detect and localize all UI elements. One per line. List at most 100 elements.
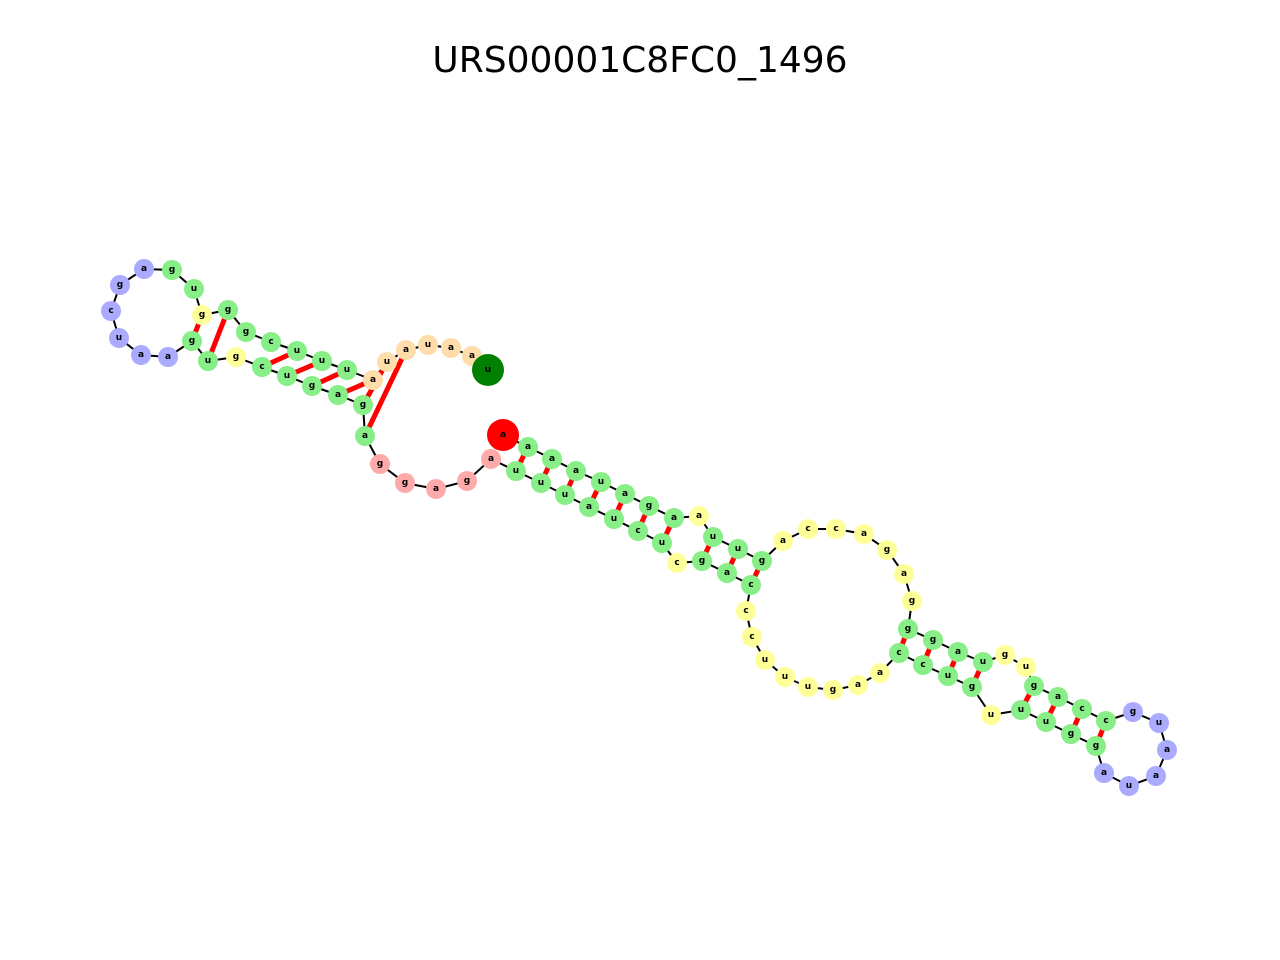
nucleotide-label: g — [699, 556, 705, 566]
nucleotide-circle — [226, 347, 246, 367]
nucleotide-node: c — [736, 601, 756, 621]
nucleotide-node: u — [604, 509, 624, 529]
nucleotide-label: a — [955, 647, 961, 657]
nucleotide-circle — [948, 642, 968, 662]
nucleotide-label: u — [562, 490, 568, 500]
nucleotide-label: a — [138, 350, 144, 360]
nucleotide-label: g — [189, 336, 195, 346]
nucleotide-label: g — [1031, 681, 1037, 691]
nucleotide-node: a — [773, 531, 793, 551]
nucleotide-circle — [1119, 776, 1139, 796]
nucleotide-label: a — [901, 569, 907, 579]
nucleotide-node: g — [1061, 724, 1081, 744]
nucleotide-label: u — [513, 466, 519, 476]
nucleotide-label: u — [205, 356, 211, 366]
start-nucleotide: a — [487, 419, 519, 451]
nucleotide-circle — [894, 564, 914, 584]
nucleotide-circle — [1072, 699, 1092, 719]
nucleotide-circle — [1016, 657, 1036, 677]
nucleotide-label: a — [877, 668, 883, 678]
nucleotide-node: g — [877, 540, 897, 560]
nucleotide-label: c — [674, 558, 679, 568]
nucleotide-label: a — [500, 430, 506, 440]
nucleotide-label: c — [920, 660, 925, 670]
nucleotide-label: g — [1130, 707, 1136, 717]
nucleotide-label: c — [1079, 704, 1084, 714]
nucleotide-label: u — [805, 682, 811, 692]
nucleotide-node: g — [639, 496, 659, 516]
nucleotide-label: u — [485, 365, 491, 375]
nucleotide-node: a — [131, 345, 151, 365]
nucleotide-label: g — [169, 265, 175, 275]
nucleotide-label: a — [1101, 768, 1107, 778]
nucleotide-node: a — [441, 338, 461, 358]
nucleotide-node: u — [312, 351, 332, 371]
nucleotide-node: a — [518, 437, 538, 457]
nucleotide-node: a — [1094, 763, 1114, 783]
nucleotide-label: u — [980, 657, 986, 667]
nucleotide-circle — [1011, 700, 1031, 720]
nucleotide-node: a — [542, 449, 562, 469]
nucleotide-node: a — [355, 426, 375, 446]
page-title: URS00001C8FC0_1496 — [432, 40, 848, 81]
nucleotide-node: u — [337, 360, 357, 380]
nucleotide-node: u — [277, 366, 297, 386]
nucleotide-circle — [1024, 676, 1044, 696]
nucleotide-node: a — [848, 675, 868, 695]
nucleotide-node: g — [302, 376, 322, 396]
nucleotide-circle — [667, 553, 687, 573]
nucleotide-node: c — [826, 519, 846, 539]
nucleotide-label: u — [988, 710, 994, 720]
nucleotide-label: u — [710, 532, 716, 542]
nucleotide-node: u — [1016, 657, 1036, 677]
nucleotide-label: g — [830, 685, 836, 695]
nucleotide-circle — [252, 357, 272, 377]
nucleotide-label: u — [735, 544, 741, 554]
nucleotide-node: u — [1036, 712, 1056, 732]
nucleotide-circle — [184, 279, 204, 299]
nucleotide-circle — [566, 461, 586, 481]
nucleotide-circle — [134, 259, 154, 279]
nucleotide-node: a — [579, 497, 599, 517]
nucleotide-label: u — [319, 356, 325, 366]
nucleotide-node: g — [192, 305, 212, 325]
nucleotide-circle — [418, 335, 438, 355]
nucleotide-label: g — [377, 459, 383, 469]
nucleotide-node: a — [158, 347, 178, 367]
nucleotide-label: a — [861, 529, 867, 539]
nucleotide-node: u — [377, 352, 397, 372]
nucleotide-circle — [1094, 763, 1114, 783]
nucleotide-label: u — [1018, 705, 1024, 715]
nucleotide-label: g — [402, 478, 408, 488]
nucleotide-circle — [328, 385, 348, 405]
nucleotide-label: g — [360, 400, 366, 410]
nucleotide-label: a — [370, 375, 376, 385]
nucleotide-circle — [604, 509, 624, 529]
nucleotide-circle — [889, 643, 909, 663]
nucleotide-label: g — [117, 280, 123, 290]
nucleotide-node: g — [1123, 702, 1143, 722]
nucleotide-label: u — [425, 340, 431, 350]
nucleotide-node: u — [1119, 776, 1139, 796]
nucleotide-node: g — [902, 591, 922, 611]
nucleotide-circle — [870, 663, 890, 683]
nucleotide-label: g — [759, 556, 765, 566]
nucleotide-circle — [826, 519, 846, 539]
nucleotide-circle — [938, 666, 958, 686]
nucleotide-label: a — [549, 454, 555, 464]
nucleotide-circle — [302, 376, 322, 396]
nucleotide-node: u — [981, 705, 1001, 725]
nucleotide-label: a — [525, 442, 531, 452]
nucleotide-node: a — [615, 484, 635, 504]
nucleotide-label: a — [433, 484, 439, 494]
nucleotide-node: g — [182, 331, 202, 351]
nucleotide-circle — [261, 332, 281, 352]
nucleotide-label: a — [1055, 692, 1061, 702]
nucleotide-label: c — [743, 606, 748, 616]
nucleotide-node: a — [717, 563, 737, 583]
nucleotide-circle — [542, 449, 562, 469]
nucleotide-circle — [664, 508, 684, 528]
nucleotide-label: u — [384, 357, 390, 367]
nucleotide-node: g — [236, 322, 256, 342]
nucleotide-node: a — [134, 259, 154, 279]
